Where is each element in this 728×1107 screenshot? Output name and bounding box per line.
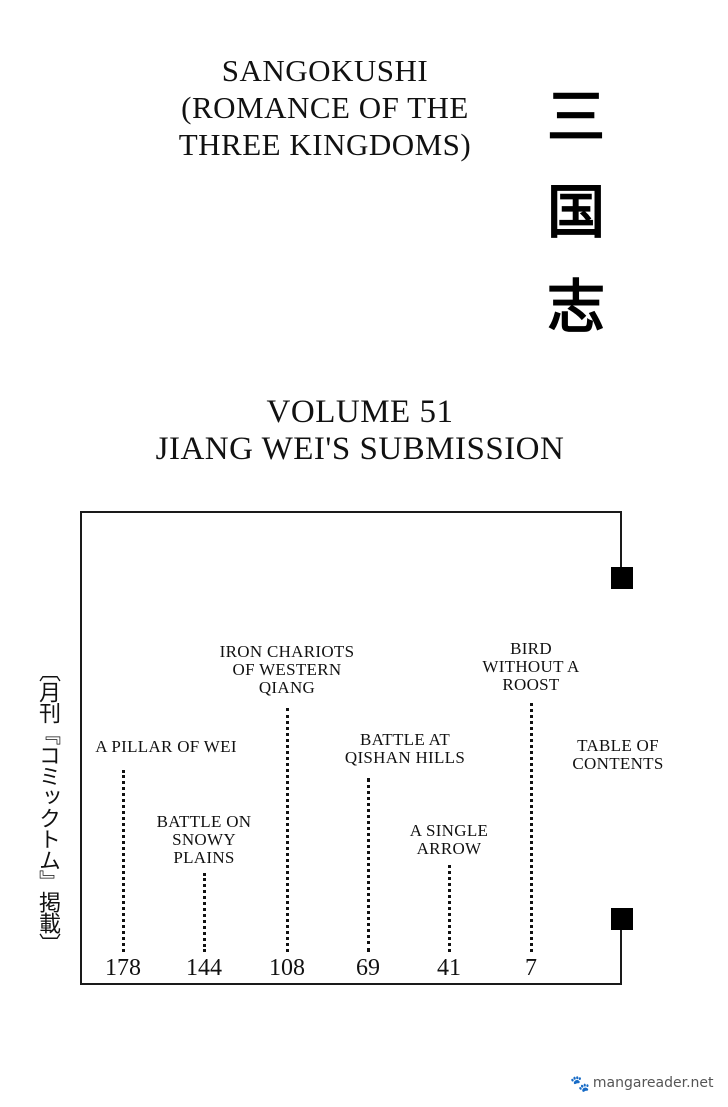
chapter-title-line: Qishan Hills [344,748,466,767]
volume-number: Volume 51 [266,394,454,430]
chapter-title-line: Battle on [156,812,252,831]
watermark: 🐾 mangareader.net [570,1072,714,1094]
contents-heading-line-2: Contents [572,754,664,773]
kanji-san: 三 [546,83,605,151]
chapter-title[interactable]: A Single Arrow [349,822,549,858]
contents-heading: Table of Contents [518,737,718,773]
chapter-title-line: Arrow [416,839,482,858]
chapter-title-line: Roost [502,675,560,694]
kanji-shi: 志 [546,273,605,341]
chapter-page-number[interactable]: 178 [105,955,141,981]
contents-heading-line-1: Table of [577,736,659,755]
chapter-title-line: Iron Chariots [219,642,355,661]
chapter-leader-dots [448,865,451,952]
chapter-title-line: Battle at [359,730,451,749]
chapter-leader-dots [203,873,206,952]
chapter-title[interactable]: Bird Without a Roost [431,640,631,694]
chapter-title-line: Plains [173,848,235,867]
manga-creature-logo-icon: 🐾 [570,1073,590,1093]
chapter-title-line: Qiang [258,678,316,697]
chapter-page-number[interactable]: 144 [186,955,222,981]
chapter-leader-dots [367,778,370,952]
chapter-title[interactable]: Battle at Qishan Hills [305,731,505,767]
frame-right-edge-top [620,511,622,569]
chapter-page-number[interactable]: 69 [356,955,380,981]
chapter-page-number[interactable]: 41 [437,955,461,981]
kanji-title: 三 国 志 [540,88,612,373]
frame-marker-bottom-icon [611,908,633,930]
chapter-title[interactable]: A Pillar of Wei [66,738,266,756]
series-title: Sangokushi (Romance of the Three Kingdom… [130,52,520,163]
chapter-title-line: Without a [482,657,580,676]
series-title-line-1: Sangokushi [221,53,429,88]
chapter-title-line: of Western [232,660,342,679]
chapter-title-line: A Single [409,821,489,840]
frame-marker-top-icon [611,567,633,589]
chapter-title-line: Snowy [172,830,236,849]
chapter-title[interactable]: Iron Chariots of Western Qiang [187,643,387,697]
kanji-koku: 国 [546,178,605,246]
chapter-leader-dots [530,703,533,952]
chapter-leader-dots [122,770,125,952]
series-title-line-3: Three Kingdoms) [178,127,472,162]
frame-right-edge-bottom [620,928,622,985]
chapter-title[interactable]: Battle on Snowy Plains [104,813,304,867]
contents-frame [80,511,622,985]
chapter-title-line: Bird [510,639,552,658]
chapter-page-number[interactable]: 108 [269,955,305,981]
watermark-text: mangareader.net [592,1075,714,1091]
serialization-note: 〔月刊『コミックトム』掲載〕 [35,660,60,954]
chapter-leader-dots [286,708,289,952]
chapter-page-number[interactable]: 7 [525,955,537,981]
volume-subtitle: Jiang Wei's Submission [155,431,565,467]
chapter-title-line: A Pillar of Wei [95,737,237,756]
volume-heading: Volume 51 Jiang Wei's Submission [100,394,620,468]
series-title-line-2: (Romance of the [181,90,469,125]
